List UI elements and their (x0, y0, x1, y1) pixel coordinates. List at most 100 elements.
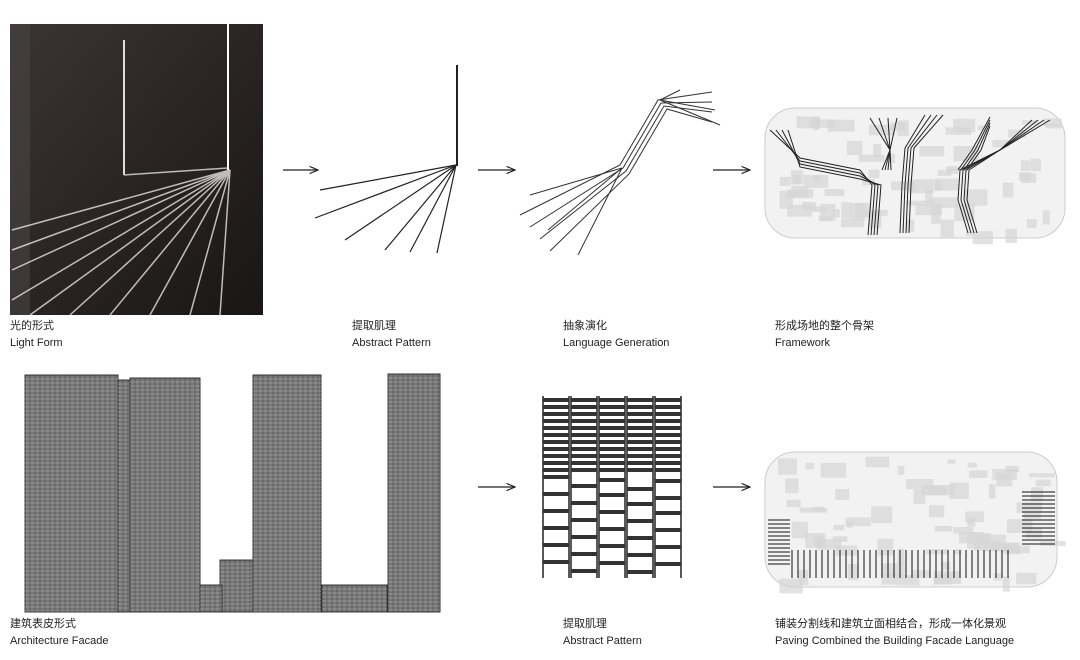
pattern-bar (571, 398, 597, 402)
plan-block (959, 532, 984, 543)
plan-block (906, 220, 914, 232)
pattern-bar (543, 405, 569, 409)
pattern-bar (599, 454, 625, 458)
plan-block (941, 220, 954, 237)
caption-cn: 形成场地的整个骨架 (775, 318, 874, 335)
pattern-bar (599, 510, 625, 514)
plan-block (848, 564, 859, 580)
plan-block (1005, 229, 1017, 243)
plan-block (1007, 519, 1032, 533)
abstract-pattern-rays (315, 65, 457, 253)
caption-cn: 建筑表皮形式 (10, 616, 108, 633)
plan-block (926, 549, 948, 554)
pattern-bar (543, 412, 569, 416)
pattern-bar (543, 468, 569, 472)
plan-block (969, 470, 987, 477)
generation-line (550, 109, 712, 251)
plan-block (925, 190, 932, 203)
plan-block (792, 522, 808, 539)
pattern-bar (543, 461, 569, 465)
caption-cn: 提取肌理 (563, 616, 642, 633)
pattern-bar (627, 487, 653, 491)
plan-block (821, 463, 846, 478)
pattern-bar (655, 528, 681, 532)
caption-abstract-pattern-2: 提取肌理Abstract Pattern (563, 616, 642, 650)
pattern-ray (320, 165, 456, 190)
pattern-bar (655, 433, 681, 437)
pattern-bar (655, 412, 681, 416)
pattern-bar (627, 461, 653, 465)
pattern-bar (599, 440, 625, 444)
plan-block (836, 545, 858, 555)
pattern-bar (543, 492, 569, 496)
pattern-bar (627, 454, 653, 458)
plan-block (968, 463, 977, 468)
pattern-bar (627, 502, 653, 506)
caption-en: Architecture Facade (10, 633, 108, 650)
caption-en: Abstract Pattern (563, 633, 642, 650)
plan-block (946, 127, 972, 135)
plan-block (1036, 480, 1051, 486)
pattern-bar (627, 468, 653, 472)
plan-block (825, 189, 845, 196)
pattern-bar (599, 398, 625, 402)
plan-block (813, 117, 819, 130)
pattern-bar (571, 461, 597, 465)
pattern-bar (627, 419, 653, 423)
plan-block (780, 191, 793, 209)
plan-block (869, 170, 880, 178)
pattern-bar (655, 419, 681, 423)
pattern-bar (543, 475, 569, 479)
plan-block (780, 177, 791, 186)
plan-block (1030, 159, 1041, 171)
plan-block (812, 507, 824, 512)
pattern-bar (571, 468, 597, 472)
generation-line (578, 168, 622, 255)
pattern-bar (599, 405, 625, 409)
caption-abstract-pattern-1: 提取肌理Abstract Pattern (352, 318, 431, 352)
plan-block (786, 500, 800, 507)
plan-block (1043, 210, 1050, 224)
caption-language-generation: 抽象演化Language Generation (563, 318, 669, 352)
caption-en: Framework (775, 335, 874, 352)
plan-block (802, 202, 816, 211)
caption-framework: 形成场地的整个骨架Framework (775, 318, 874, 352)
plan-block (929, 505, 944, 517)
abstract-pattern-facade (543, 396, 681, 578)
plan-block (897, 549, 904, 565)
pattern-bar (627, 447, 653, 451)
plan-block (967, 518, 975, 527)
pattern-bar (599, 426, 625, 430)
plan-block (1003, 576, 1010, 591)
pattern-bar (655, 398, 681, 402)
paving-plan (765, 452, 1066, 593)
plan-block (873, 144, 881, 157)
plan-block (806, 463, 815, 470)
light-form-photo (10, 24, 263, 315)
generation-line (540, 106, 712, 239)
plan-block (947, 460, 955, 464)
plan-block (1040, 541, 1066, 546)
plan-block (955, 549, 962, 554)
pattern-bar (599, 561, 625, 565)
plan-block (855, 203, 871, 218)
plan-block (815, 536, 824, 547)
pattern-bar (655, 562, 681, 566)
plan-block (813, 175, 819, 181)
pattern-bar (655, 454, 681, 458)
plan-block (919, 146, 944, 156)
pattern-bar (571, 569, 597, 573)
pattern-bar (571, 433, 597, 437)
generation-line (548, 168, 622, 230)
pattern-bar (655, 511, 681, 515)
caption-cn: 抽象演化 (563, 318, 669, 335)
architecture-facade-elevation (25, 374, 440, 612)
pattern-bar (599, 447, 625, 451)
pattern-bar (599, 544, 625, 548)
pattern-bar (655, 405, 681, 409)
plan-block (785, 478, 799, 493)
pattern-bar (571, 518, 597, 522)
plan-block (914, 489, 926, 504)
pattern-bar (571, 501, 597, 505)
